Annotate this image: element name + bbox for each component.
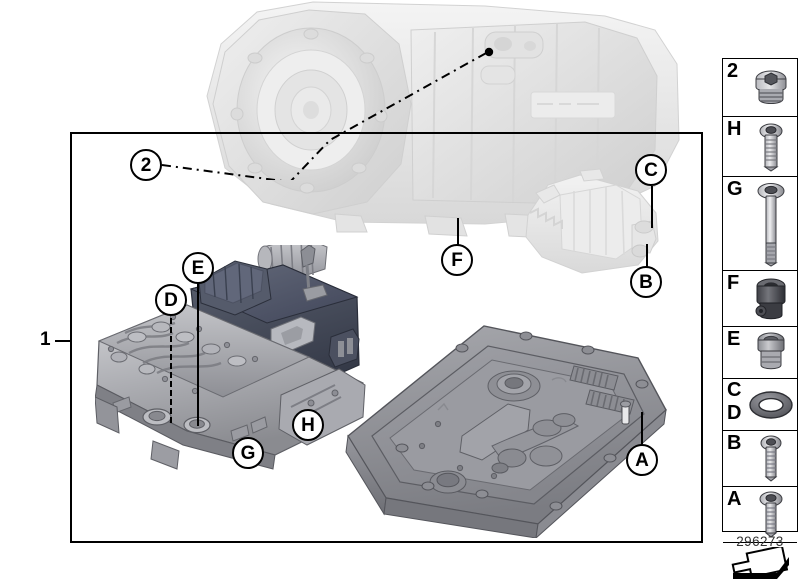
- legend-key-B: B: [727, 432, 742, 454]
- callout-E[interactable]: E: [182, 252, 214, 284]
- long-torx-bolt-icon: [748, 177, 794, 270]
- legend-cell-2[interactable]: 2: [723, 59, 797, 117]
- direction-arrow-icon: [723, 543, 797, 585]
- legend-key-F: F: [727, 272, 740, 294]
- parts-legend-panel: 2 H: [722, 58, 798, 579]
- connector-sleeve-icon: [748, 271, 794, 326]
- frame-label-1: 1: [40, 329, 51, 350]
- leader-line-D: [170, 300, 172, 424]
- bushing-sleeve-icon: [748, 327, 794, 378]
- drain-plug-icon: [748, 59, 794, 116]
- legend-cell-B[interactable]: B: [723, 431, 797, 487]
- electric-oil-pump-illustration: [525, 168, 659, 274]
- leader-line-B: [646, 244, 648, 268]
- leader-line-2: [161, 47, 494, 180]
- callout-H[interactable]: H: [292, 409, 324, 441]
- legend-cell-G[interactable]: G: [723, 177, 797, 271]
- leader-line-A: [641, 412, 643, 444]
- callout-F[interactable]: F: [441, 244, 473, 276]
- legend-key-C: C: [727, 379, 742, 401]
- legend-key-D: D: [727, 402, 742, 424]
- legend-cell-H[interactable]: H: [723, 117, 797, 177]
- leader-line-E: [197, 268, 199, 426]
- leader-line-C: [651, 186, 653, 228]
- pan-head-bolt-icon: [748, 487, 794, 542]
- legend-cell-E[interactable]: E: [723, 327, 797, 379]
- pan-bolt-A: [620, 400, 631, 425]
- callout-B[interactable]: B: [630, 266, 662, 298]
- bushing-seat-D: [142, 408, 172, 426]
- legend-key-A: A: [727, 488, 742, 510]
- legend-key-G: G: [727, 178, 743, 200]
- short-torx-bolt-icon: [748, 117, 794, 176]
- pan-head-screw-icon: [748, 431, 794, 486]
- legend-key-H: H: [727, 118, 742, 140]
- leader-line-F: [457, 218, 459, 246]
- callout-G[interactable]: G: [232, 437, 264, 469]
- part-number: 296273: [736, 534, 784, 549]
- solenoid-clip: [300, 245, 328, 302]
- callout-C[interactable]: C: [635, 154, 667, 186]
- main-diagram-frame: [70, 132, 703, 543]
- leader-line-1: [55, 340, 71, 342]
- callout-2[interactable]: 2: [130, 149, 162, 181]
- legend-key-E: E: [727, 328, 741, 350]
- oil-sump-pan-illustration: [345, 325, 667, 538]
- legend-cell-CD[interactable]: C D: [723, 379, 797, 431]
- legend-cell-arrow[interactable]: [723, 543, 797, 585]
- callout-D[interactable]: D: [155, 284, 187, 316]
- callout-A[interactable]: A: [626, 444, 658, 476]
- o-ring-icon: [748, 379, 794, 430]
- legend-cell-A[interactable]: A: [723, 487, 797, 543]
- legend-key-2: 2: [727, 60, 739, 82]
- legend-cell-F[interactable]: F: [723, 271, 797, 327]
